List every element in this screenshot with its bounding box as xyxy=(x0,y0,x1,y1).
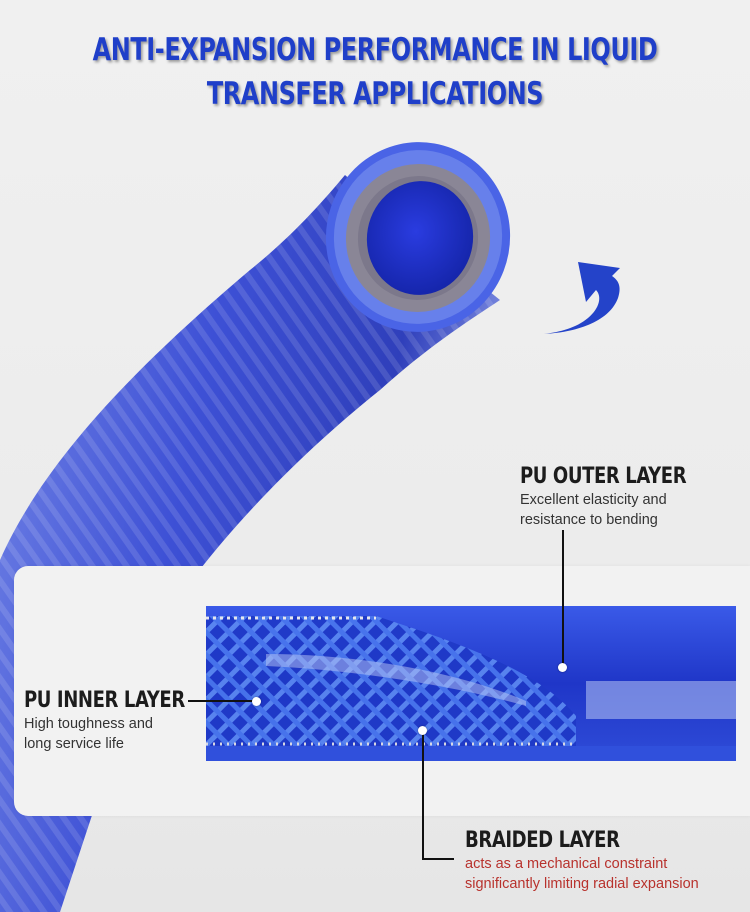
inner-layer-callout: PU INNER LAYER High toughness and long s… xyxy=(24,688,220,754)
braided-layer-marker xyxy=(418,726,427,735)
inner-layer-leader-line xyxy=(188,700,253,702)
inner-layer-title: PU INNER LAYER xyxy=(24,688,185,713)
outer-layer-callout: PU OUTER LAYER Excellent elasticity and … xyxy=(520,464,723,530)
inner-layer-marker xyxy=(252,697,261,706)
inner-layer-description: High toughness and long service life xyxy=(24,716,153,752)
title-line-1: ANTI-EXPANSION PERFORMANCE IN LIQUID xyxy=(92,32,658,68)
braided-layer-callout: BRAIDED LAYER acts as a mechanical const… xyxy=(465,828,699,894)
outer-layer-leader-line xyxy=(562,530,564,666)
title-line-2: TRANSFER APPLICATIONS xyxy=(206,76,544,112)
outer-layer-marker xyxy=(558,663,567,672)
braided-layer-title: BRAIDED LAYER xyxy=(465,828,620,853)
page-title: ANTI-EXPANSION PERFORMANCE IN LIQUID TRA… xyxy=(53,28,698,116)
braided-layer-leader-line-horizontal xyxy=(422,858,454,860)
cutaway-hose-image xyxy=(206,606,736,761)
curved-arrow-icon xyxy=(544,262,620,334)
braided-layer-leader-line-vertical xyxy=(422,734,424,860)
outer-layer-description: Excellent elasticity and resistance to b… xyxy=(520,492,667,528)
outer-layer-title: PU OUTER LAYER xyxy=(520,464,687,489)
braided-layer-description: acts as a mechanical constraint signific… xyxy=(465,856,699,892)
